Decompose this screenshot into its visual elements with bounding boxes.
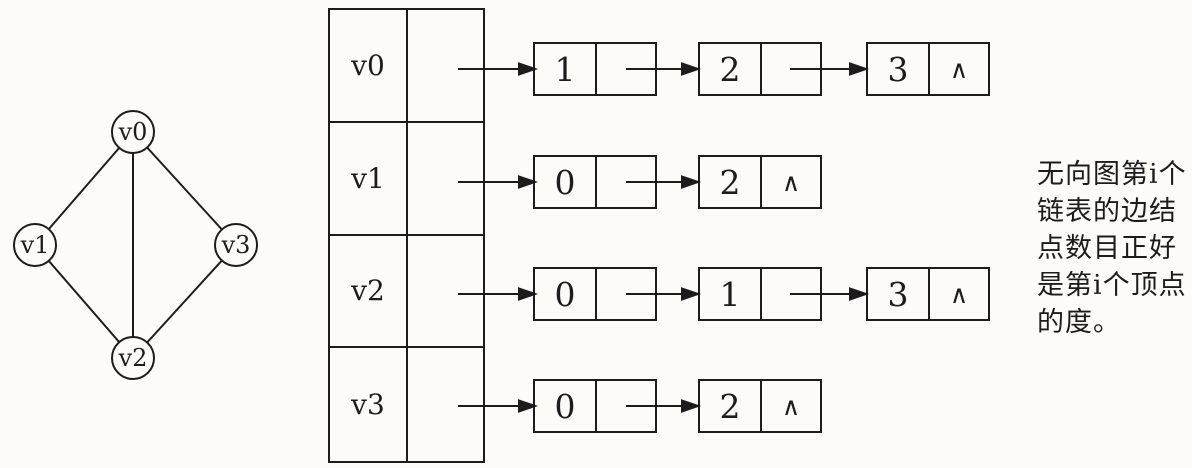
node-value: 2 <box>700 381 762 431</box>
node-null-marker: ∧ <box>781 391 801 421</box>
vertex-table-row-v3: v3 <box>330 348 483 461</box>
edge-v0-v1 <box>34 131 134 246</box>
vertex-table-label: v0 <box>330 10 408 121</box>
vertex-label: v2 <box>118 344 148 372</box>
list-node-v3-1: 2 ∧ <box>698 379 822 433</box>
arrowhead <box>681 62 702 76</box>
arrowhead <box>849 62 870 76</box>
vertex-label: v0 <box>118 118 148 146</box>
arrowhead <box>681 287 702 301</box>
node-value: 1 <box>700 269 762 319</box>
graph-vertex-v3: v3 <box>214 223 258 267</box>
caption: 无向图第i个 链表的边结 点数目正好 是第i个顶点 的度。 <box>1037 156 1187 341</box>
arrowhead <box>518 399 539 413</box>
list-node-v0-1: 2 <box>698 42 822 96</box>
vertex-table-row-v2: v2 <box>330 235 483 349</box>
vertex-table-row-v0: v0 <box>330 10 483 123</box>
arrowhead <box>681 175 702 189</box>
node-null-marker: ∧ <box>781 167 801 197</box>
node-null-marker: ∧ <box>949 54 969 84</box>
node-value: 3 <box>868 44 930 94</box>
graph-vertex-v2: v2 <box>111 336 155 380</box>
node-value: 2 <box>700 157 762 207</box>
caption-line: 无向图第i个 <box>1037 159 1187 190</box>
caption-line: 的度。 <box>1037 307 1121 338</box>
list-node-v1-1: 2 ∧ <box>698 155 822 209</box>
arrowhead <box>518 287 539 301</box>
list-node-v2-2: 3 ∧ <box>866 267 990 321</box>
caption-line: 点数目正好 <box>1037 233 1177 264</box>
caption-line: 是第i个顶点 <box>1037 270 1187 301</box>
list-node-v0-2: 3 ∧ <box>866 42 990 96</box>
node-value: 0 <box>535 381 597 431</box>
node-null-marker: ∧ <box>949 279 969 309</box>
graph-vertex-v0: v0 <box>111 110 155 154</box>
node-value: 1 <box>535 44 597 94</box>
arrowhead <box>518 175 539 189</box>
node-value: 0 <box>535 157 597 207</box>
vertex-table-label: v2 <box>330 235 408 347</box>
node-value: 3 <box>868 269 930 319</box>
vertex-table-label: v3 <box>330 348 408 461</box>
edge-v1-v2 <box>34 244 134 359</box>
arrowhead <box>849 287 870 301</box>
arrowhead <box>681 399 702 413</box>
arrowhead <box>518 62 539 76</box>
edge-v0-v3 <box>132 131 237 246</box>
node-value: 0 <box>535 269 597 319</box>
caption-line: 链表的边结 <box>1037 196 1177 227</box>
vertex-table-label: v1 <box>330 122 408 234</box>
node-value: 2 <box>700 44 762 94</box>
edge-v2-v3 <box>132 244 237 359</box>
vertex-table: v0 v1 v2 v3 <box>328 8 485 463</box>
vertex-label: v1 <box>20 231 50 259</box>
graph-vertex-v1: v1 <box>13 223 57 267</box>
vertex-label: v3 <box>221 231 251 259</box>
vertex-table-row-v1: v1 <box>330 122 483 236</box>
